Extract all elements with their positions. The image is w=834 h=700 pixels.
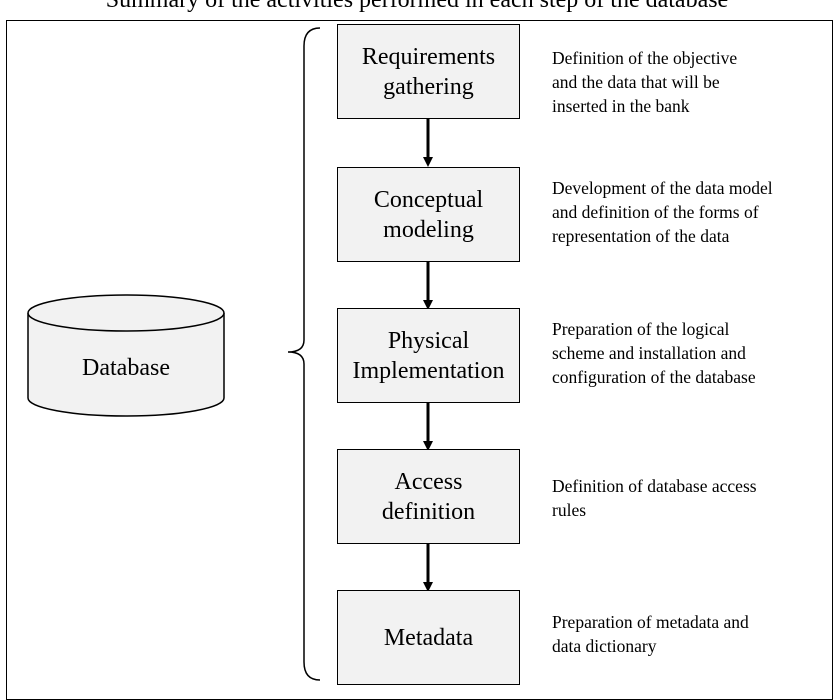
grouping-brace	[287, 27, 321, 681]
step-access-definition: Access definition	[337, 449, 520, 544]
database-label: Database	[82, 355, 170, 381]
database-cylinder	[27, 294, 225, 417]
step-description-metadata: Preparation of metadata and data diction…	[552, 612, 749, 656]
step-conceptual-modeling: Conceptual modeling	[337, 167, 520, 262]
step-description-requirements: Definition of the objective and the data…	[552, 48, 738, 116]
step-description-conceptual: Development of the data model and defini…	[552, 178, 773, 246]
step-physical-implementation: Physical Implementation	[337, 308, 520, 403]
step-requirements-gathering: Requirements gathering	[337, 24, 520, 119]
step-description-access: Definition of database access rules	[552, 476, 757, 520]
figure-title: Summary of the activities performed in e…	[105, 0, 729, 13]
step-description-physical: Preparation of the logical scheme and in…	[552, 319, 756, 387]
step-metadata: Metadata	[337, 590, 520, 685]
